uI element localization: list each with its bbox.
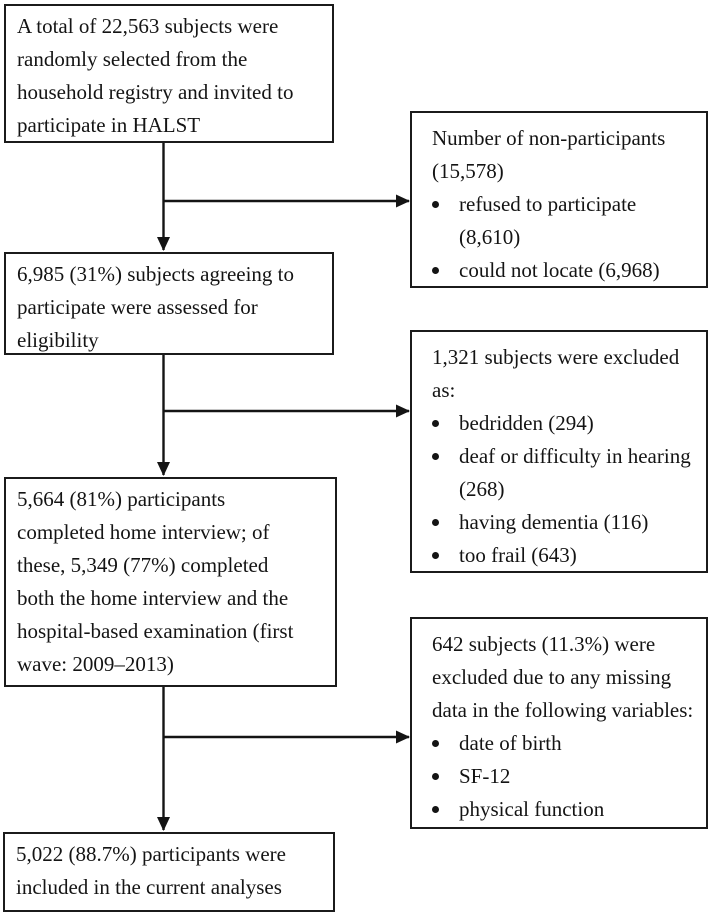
bullet-text: deaf or difficulty in hearing (268) — [459, 444, 691, 501]
list-item: could not locate (6,968) — [432, 254, 698, 287]
box-final-analysis-text: 5,022 (88.7%) participants were included… — [16, 842, 286, 899]
bullet-text: bedridden (294) — [459, 411, 594, 435]
box-eligibility: 6,985 (31%) subjects agreeing to partici… — [4, 252, 334, 355]
box-excluded-header: 1,321 subjects were excluded as: — [432, 345, 680, 402]
bullet-text: date of birth — [459, 731, 562, 755]
box-eligibility-text: 6,985 (31%) subjects agreeing to partici… — [17, 262, 295, 352]
list-item: too frail (643) — [432, 539, 698, 572]
bullet-text: could not locate (6,968) — [459, 258, 660, 282]
bullet-icon — [432, 793, 459, 813]
list-item: physical function — [432, 793, 698, 826]
box-home-interview: 5,664 (81%) participants completed home … — [4, 477, 337, 687]
list-item: bedridden (294) — [432, 407, 698, 440]
box-home-interview-text: 5,664 (81%) participants completed home … — [17, 487, 294, 676]
bullet-text: refused to participate (8,610) — [459, 192, 637, 249]
bullet-icon — [432, 254, 459, 274]
bullet-icon — [432, 760, 459, 780]
list-item: SF-12 — [432, 760, 698, 793]
list-item: having dementia (116) — [432, 506, 698, 539]
list-item: date of birth — [432, 727, 698, 760]
bullet-icon — [432, 727, 459, 747]
bullet-icon — [432, 440, 459, 460]
list-item: deaf or difficulty in hearing (268) — [432, 440, 698, 506]
box-missing-data-header: 642 subjects (11.3%) were excluded due t… — [432, 632, 694, 722]
bullet-text: physical function — [459, 797, 605, 821]
bullet-text: having dementia (116) — [459, 510, 649, 534]
bullet-icon — [432, 506, 459, 526]
box-excluded: 1,321 subjects were excluded as: bedridd… — [410, 330, 708, 573]
box-recruited: A total of 22,563 subjects were randomly… — [4, 4, 334, 143]
bullet-icon — [432, 188, 459, 208]
bullet-icon — [432, 539, 459, 559]
box-non-participants: Number of non-participants (15,578) refu… — [410, 111, 708, 288]
bullet-icon — [432, 407, 459, 427]
box-non-participants-header: Number of non-participants (15,578) — [432, 126, 666, 183]
bullet-text: SF-12 — [459, 764, 511, 788]
box-missing-data: 642 subjects (11.3%) were excluded due t… — [410, 617, 708, 829]
bullet-text: too frail (643) — [459, 543, 577, 567]
box-final-analysis: 5,022 (88.7%) participants were included… — [3, 832, 335, 912]
list-item: refused to participate (8,610) — [432, 188, 698, 254]
box-recruited-text: A total of 22,563 subjects were randomly… — [17, 14, 294, 137]
